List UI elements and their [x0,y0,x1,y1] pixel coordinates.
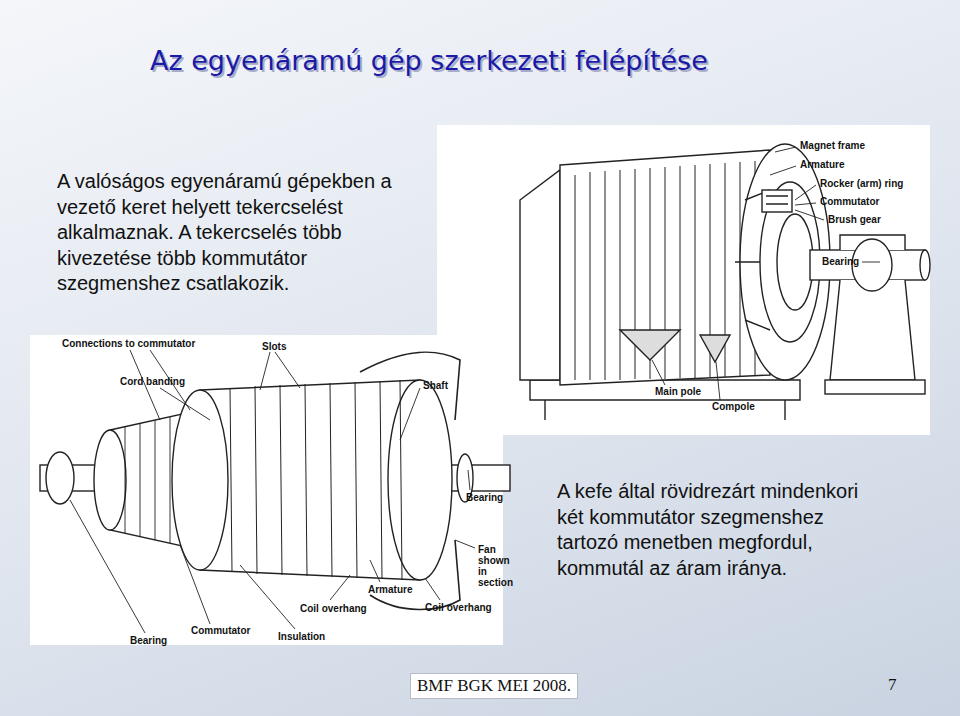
part-label: Insulation [278,631,325,642]
part-label: Compole [712,401,755,412]
page-number: 7 [888,675,897,695]
dc-machine-drawing [437,125,930,435]
part-label: Connections to commutator [62,338,195,349]
part-label: Main pole [655,386,701,397]
part-label: Bearing [466,492,503,503]
body-text: A kefe által rövidrezárt mindenkori két … [557,479,877,581]
part-label: Shaft [423,380,448,391]
part-label: Cord banding [120,376,185,387]
part-label: Commutator [820,196,879,207]
part-label: Coil overhang [425,602,492,613]
part-label: Coil overhang [300,603,367,614]
part-label: Bearing [130,635,167,646]
part-label: Magnet frame [800,140,865,151]
body-text: A valóságos egyenáramú gépekben a vezető… [57,169,407,297]
part-label: Bearing [822,256,859,267]
footer-text: BMF BGK MEI 2008. [410,673,578,699]
part-label: Armature [800,159,844,170]
part-label: Rocker (arm) ring [820,178,903,189]
part-label: Brush gear [828,214,881,225]
part-label: Commutator [191,625,250,636]
part-label: Armature [368,584,412,595]
part-label: Fan shown in section [478,544,502,588]
armature-drawing [30,335,510,645]
part-label: Slots [262,341,286,352]
slide-title: Az egyenáramú gép szerkezeti felépítése [150,45,708,76]
